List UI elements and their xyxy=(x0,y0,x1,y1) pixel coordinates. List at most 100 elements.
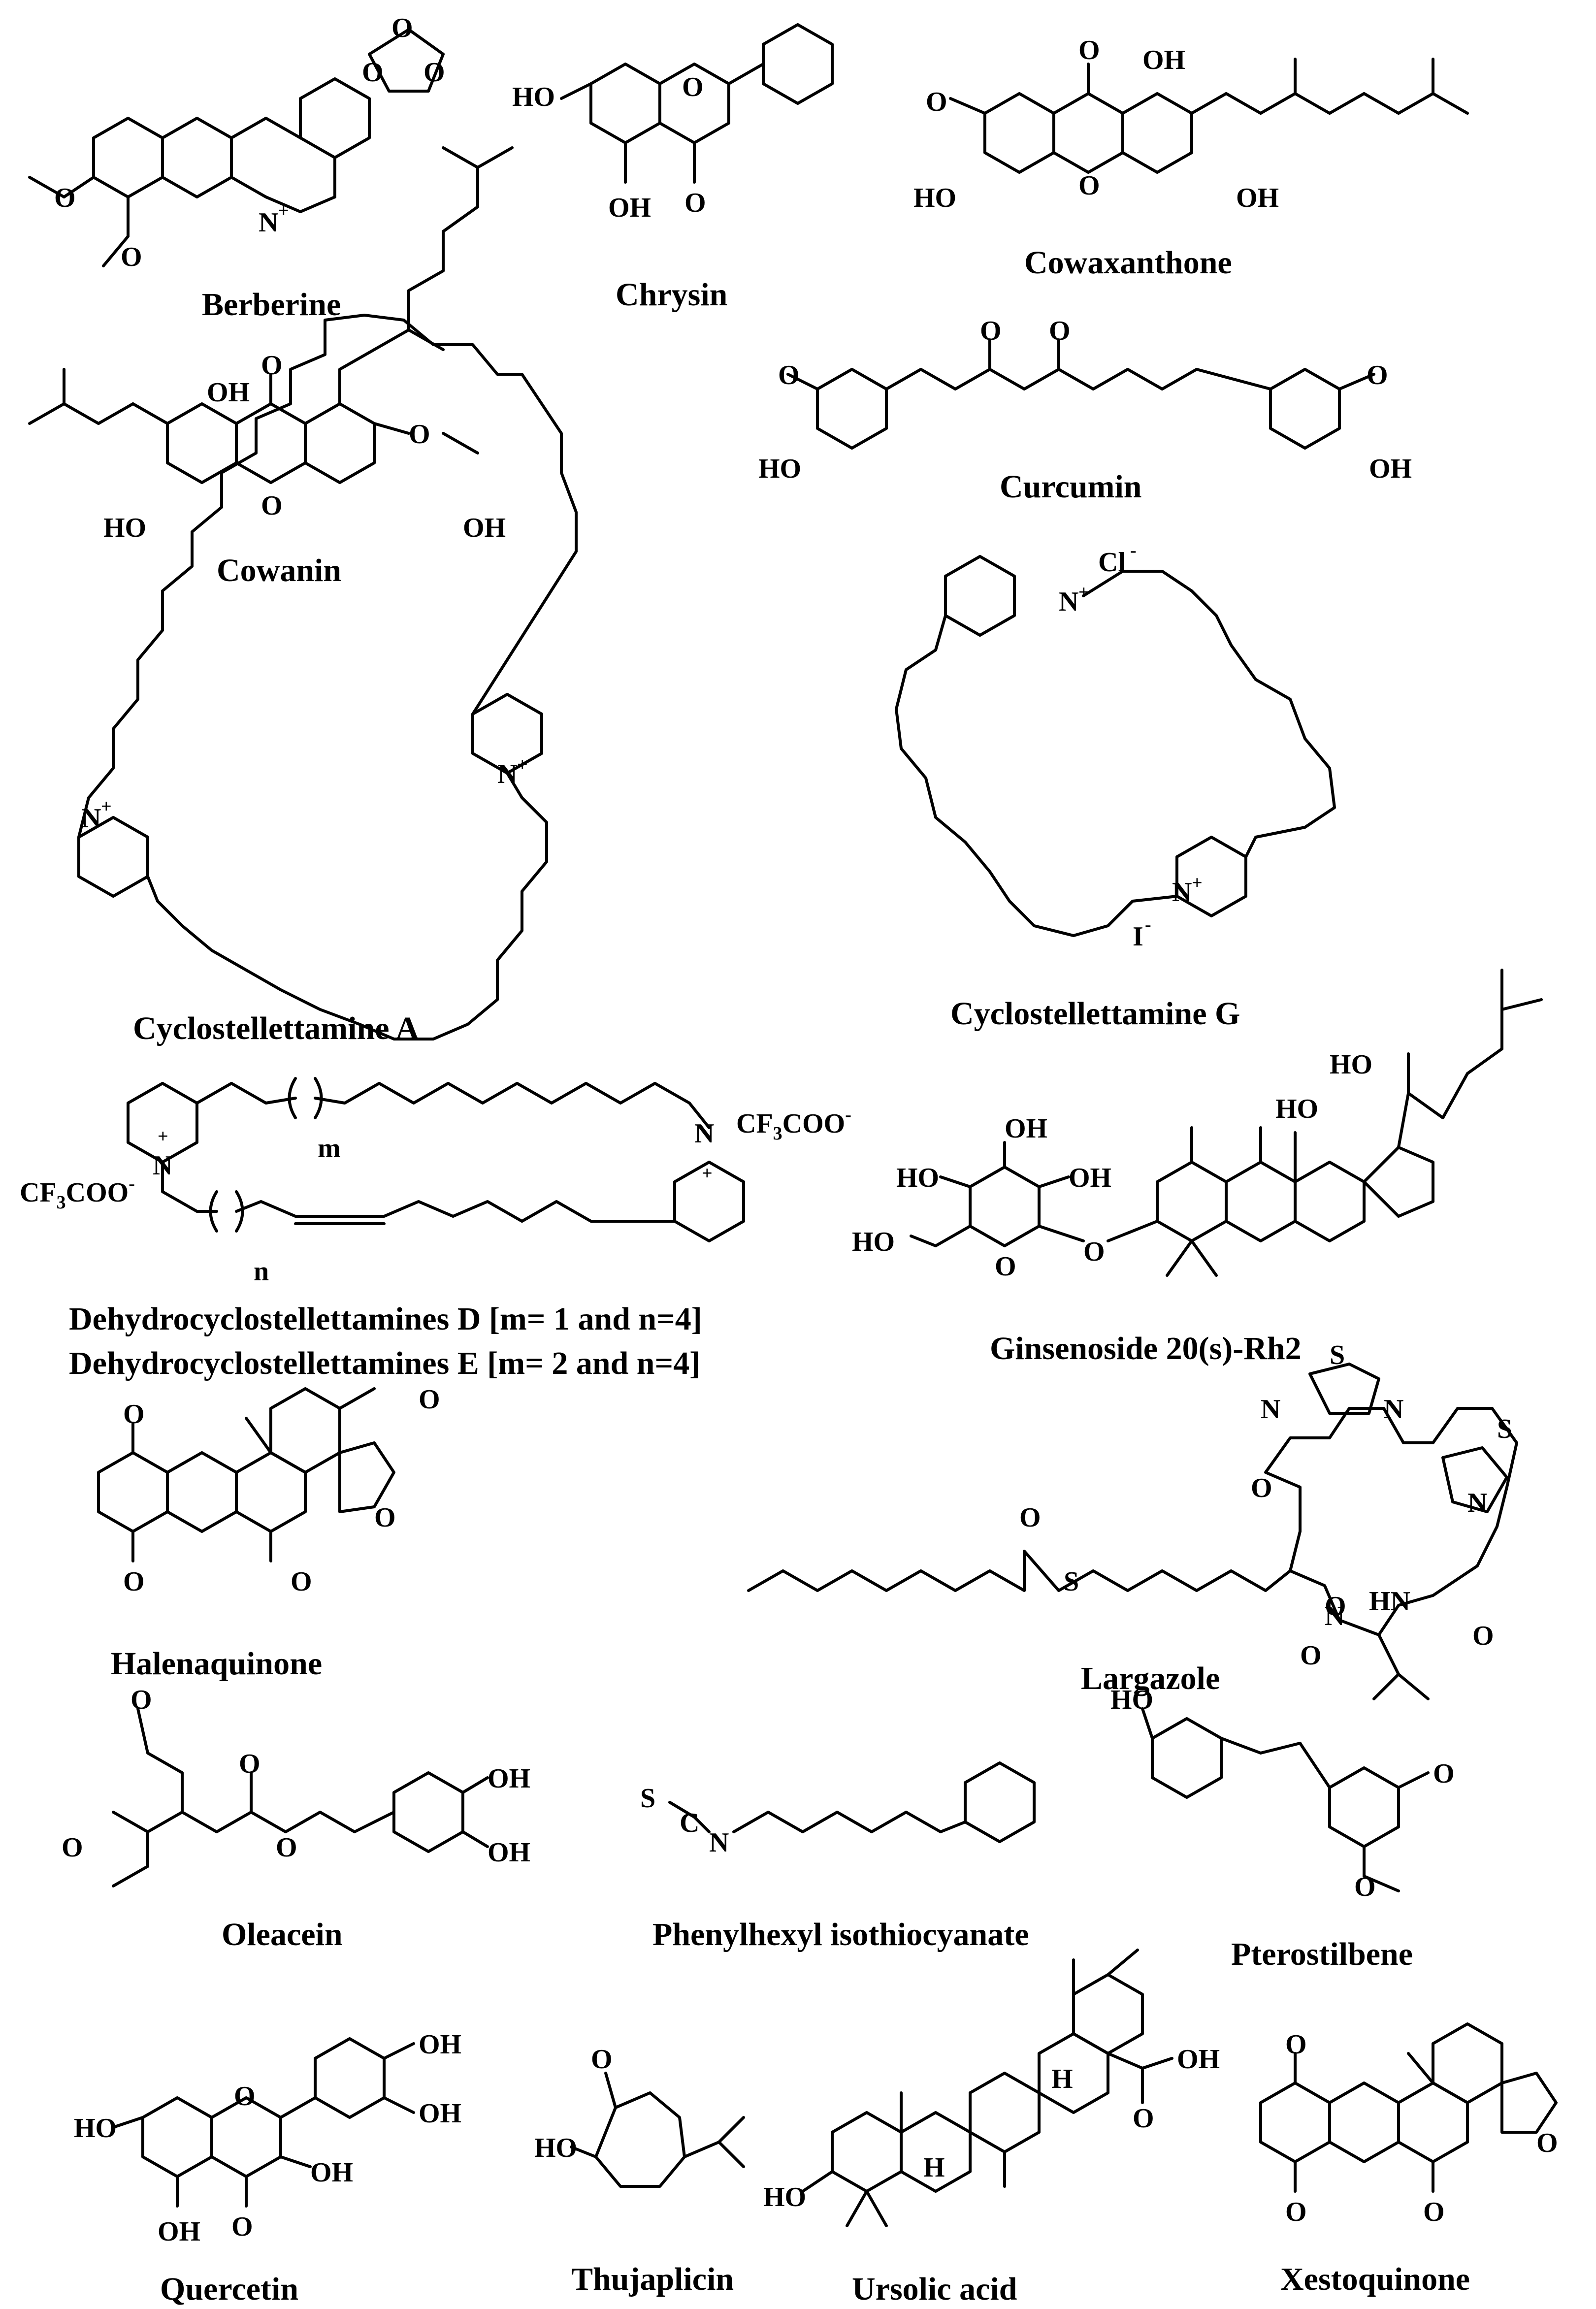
minus-sign: - xyxy=(845,1105,851,1125)
cf3-subscript: 3 xyxy=(57,1192,66,1213)
atom-h: H xyxy=(1051,2064,1073,2094)
label-ginsenoside: Ginsenoside 20(s)-Rh2 xyxy=(990,1331,1302,1366)
atom-h: H xyxy=(923,2152,945,2183)
atom-ho: HO xyxy=(852,1227,895,1257)
atom-oh: OH xyxy=(608,193,651,223)
dehydrocyclostellettamines-structure xyxy=(127,1077,745,1242)
atom-o: O xyxy=(1325,1591,1346,1622)
atom-ho: HO xyxy=(763,2182,806,2212)
atom-o: O xyxy=(682,72,704,102)
halenaquinone-structure xyxy=(97,1387,395,1562)
atom-cf3coo: CF3COO- xyxy=(20,1173,135,1213)
berberine-structure xyxy=(28,28,445,267)
label-pterostilbene: Pterostilbene xyxy=(1231,1936,1413,1972)
atom-minus: - xyxy=(1145,914,1151,935)
atom-oh: OH xyxy=(419,2029,461,2060)
atom-oh: OH xyxy=(419,2098,461,2129)
atom-plus: + xyxy=(101,796,112,817)
atom-o: O xyxy=(1133,2103,1154,2134)
atom-o: O xyxy=(1285,2197,1307,2227)
label-cyclostellettamine-a: Cyclostellettamine A xyxy=(133,1010,419,1046)
atom-m: m xyxy=(318,1133,341,1164)
atom-o: O xyxy=(62,1832,83,1863)
atom-oh: OH xyxy=(1236,183,1279,213)
label-thujaplicin: Thujaplicin xyxy=(571,2261,734,2297)
atom-i: I xyxy=(1133,921,1143,952)
atom-oh: OH xyxy=(1369,454,1412,484)
atom-o: O xyxy=(1300,1640,1322,1671)
label-largazole: Largazole xyxy=(1081,1660,1220,1696)
atom-oh: OH xyxy=(1005,1113,1047,1144)
atom-n: N xyxy=(1325,1601,1344,1631)
atom-n: N xyxy=(497,759,517,789)
atom-o: O xyxy=(276,1832,297,1863)
thujaplicin-structure xyxy=(570,2072,745,2188)
atom-oh: OH xyxy=(488,1763,530,1794)
atom-oh: OH xyxy=(158,2216,200,2247)
atom-ho: HO xyxy=(758,454,801,484)
label-oleacein: Oleacein xyxy=(222,1917,343,1952)
atom-oh: OH xyxy=(1177,2044,1220,2075)
atom-o: O xyxy=(1049,316,1071,346)
atom-o: O xyxy=(1433,1758,1455,1789)
atom-ho: HO xyxy=(913,183,956,213)
atom-o: O xyxy=(1285,2029,1307,2060)
coo-part: COO xyxy=(66,1177,129,1208)
atom-o: O xyxy=(423,57,445,88)
atom-s: S xyxy=(1330,1340,1345,1370)
atom-s: S xyxy=(1497,1414,1512,1444)
xestoquinone-structure xyxy=(1259,2022,1558,2193)
atom-o: O xyxy=(1423,2197,1445,2227)
label-berberine: Berberine xyxy=(202,287,341,323)
atom-hn: HN xyxy=(1369,1586,1410,1617)
cf-part: CF xyxy=(20,1177,57,1208)
atom-o: O xyxy=(1019,1502,1041,1533)
atom-ho: HO xyxy=(512,82,555,112)
atom-n: N xyxy=(1384,1394,1403,1425)
atom-ho: HO xyxy=(1275,1094,1318,1124)
atom-ho: HO xyxy=(534,2133,577,2163)
atom-n: N xyxy=(1172,877,1192,908)
atom-ho: HO xyxy=(1110,1685,1153,1715)
atom-cf3coo: CF3COO- xyxy=(736,1105,851,1144)
atom-o: O xyxy=(234,2081,256,2112)
atom-oh: OH xyxy=(1069,1163,1111,1193)
atom-n: N xyxy=(694,1118,714,1149)
atom-n: N xyxy=(259,207,278,238)
label-halenaquinone: Halenaquinone xyxy=(111,1646,322,1682)
atom-o: O xyxy=(684,188,706,218)
label-quercetin: Quercetin xyxy=(160,2271,298,2307)
atom-n: N xyxy=(1059,586,1078,617)
atom-o: O xyxy=(926,87,947,117)
label-ursolic-acid: Ursolic acid xyxy=(852,2271,1017,2307)
atom-o: O xyxy=(778,360,800,390)
oleacein-structure xyxy=(112,1707,489,1887)
atom-n: N xyxy=(81,803,101,834)
cowaxanthone-structure xyxy=(949,58,1469,174)
cf-part: CF xyxy=(736,1108,773,1139)
quercetin-structure xyxy=(112,2037,415,2208)
ursolic-acid-structure xyxy=(801,1949,1173,2227)
cyclostellettamine-g-structure xyxy=(895,555,1336,937)
atom-n: N xyxy=(709,1827,729,1858)
label-cowaxanthone: Cowaxanthone xyxy=(1024,245,1232,281)
ginsenoside-structure xyxy=(910,969,1543,1277)
atom-o: O xyxy=(1354,1872,1376,1902)
atom-plus: + xyxy=(702,1163,713,1184)
phenylhexyl-structure xyxy=(668,1761,1036,1843)
atom-o: O xyxy=(1367,360,1388,390)
largazole-structure xyxy=(747,1363,1518,1700)
label-dehydrocyclostellettamines-d: Dehydrocyclostellettamines D [m= 1 and n… xyxy=(69,1301,702,1337)
label-curcumin: Curcumin xyxy=(1000,469,1142,505)
atom-c: C xyxy=(680,1808,699,1838)
atom-o: O xyxy=(261,490,283,521)
atom-o: O xyxy=(121,242,142,272)
atom-o: O xyxy=(54,183,76,213)
atom-o: O xyxy=(1472,1621,1494,1651)
atom-o: O xyxy=(1251,1473,1272,1503)
coo-part: COO xyxy=(782,1108,846,1139)
atom-oh: OH xyxy=(463,513,506,543)
atom-oh: OH xyxy=(207,377,250,408)
atom-o: O xyxy=(391,13,413,43)
